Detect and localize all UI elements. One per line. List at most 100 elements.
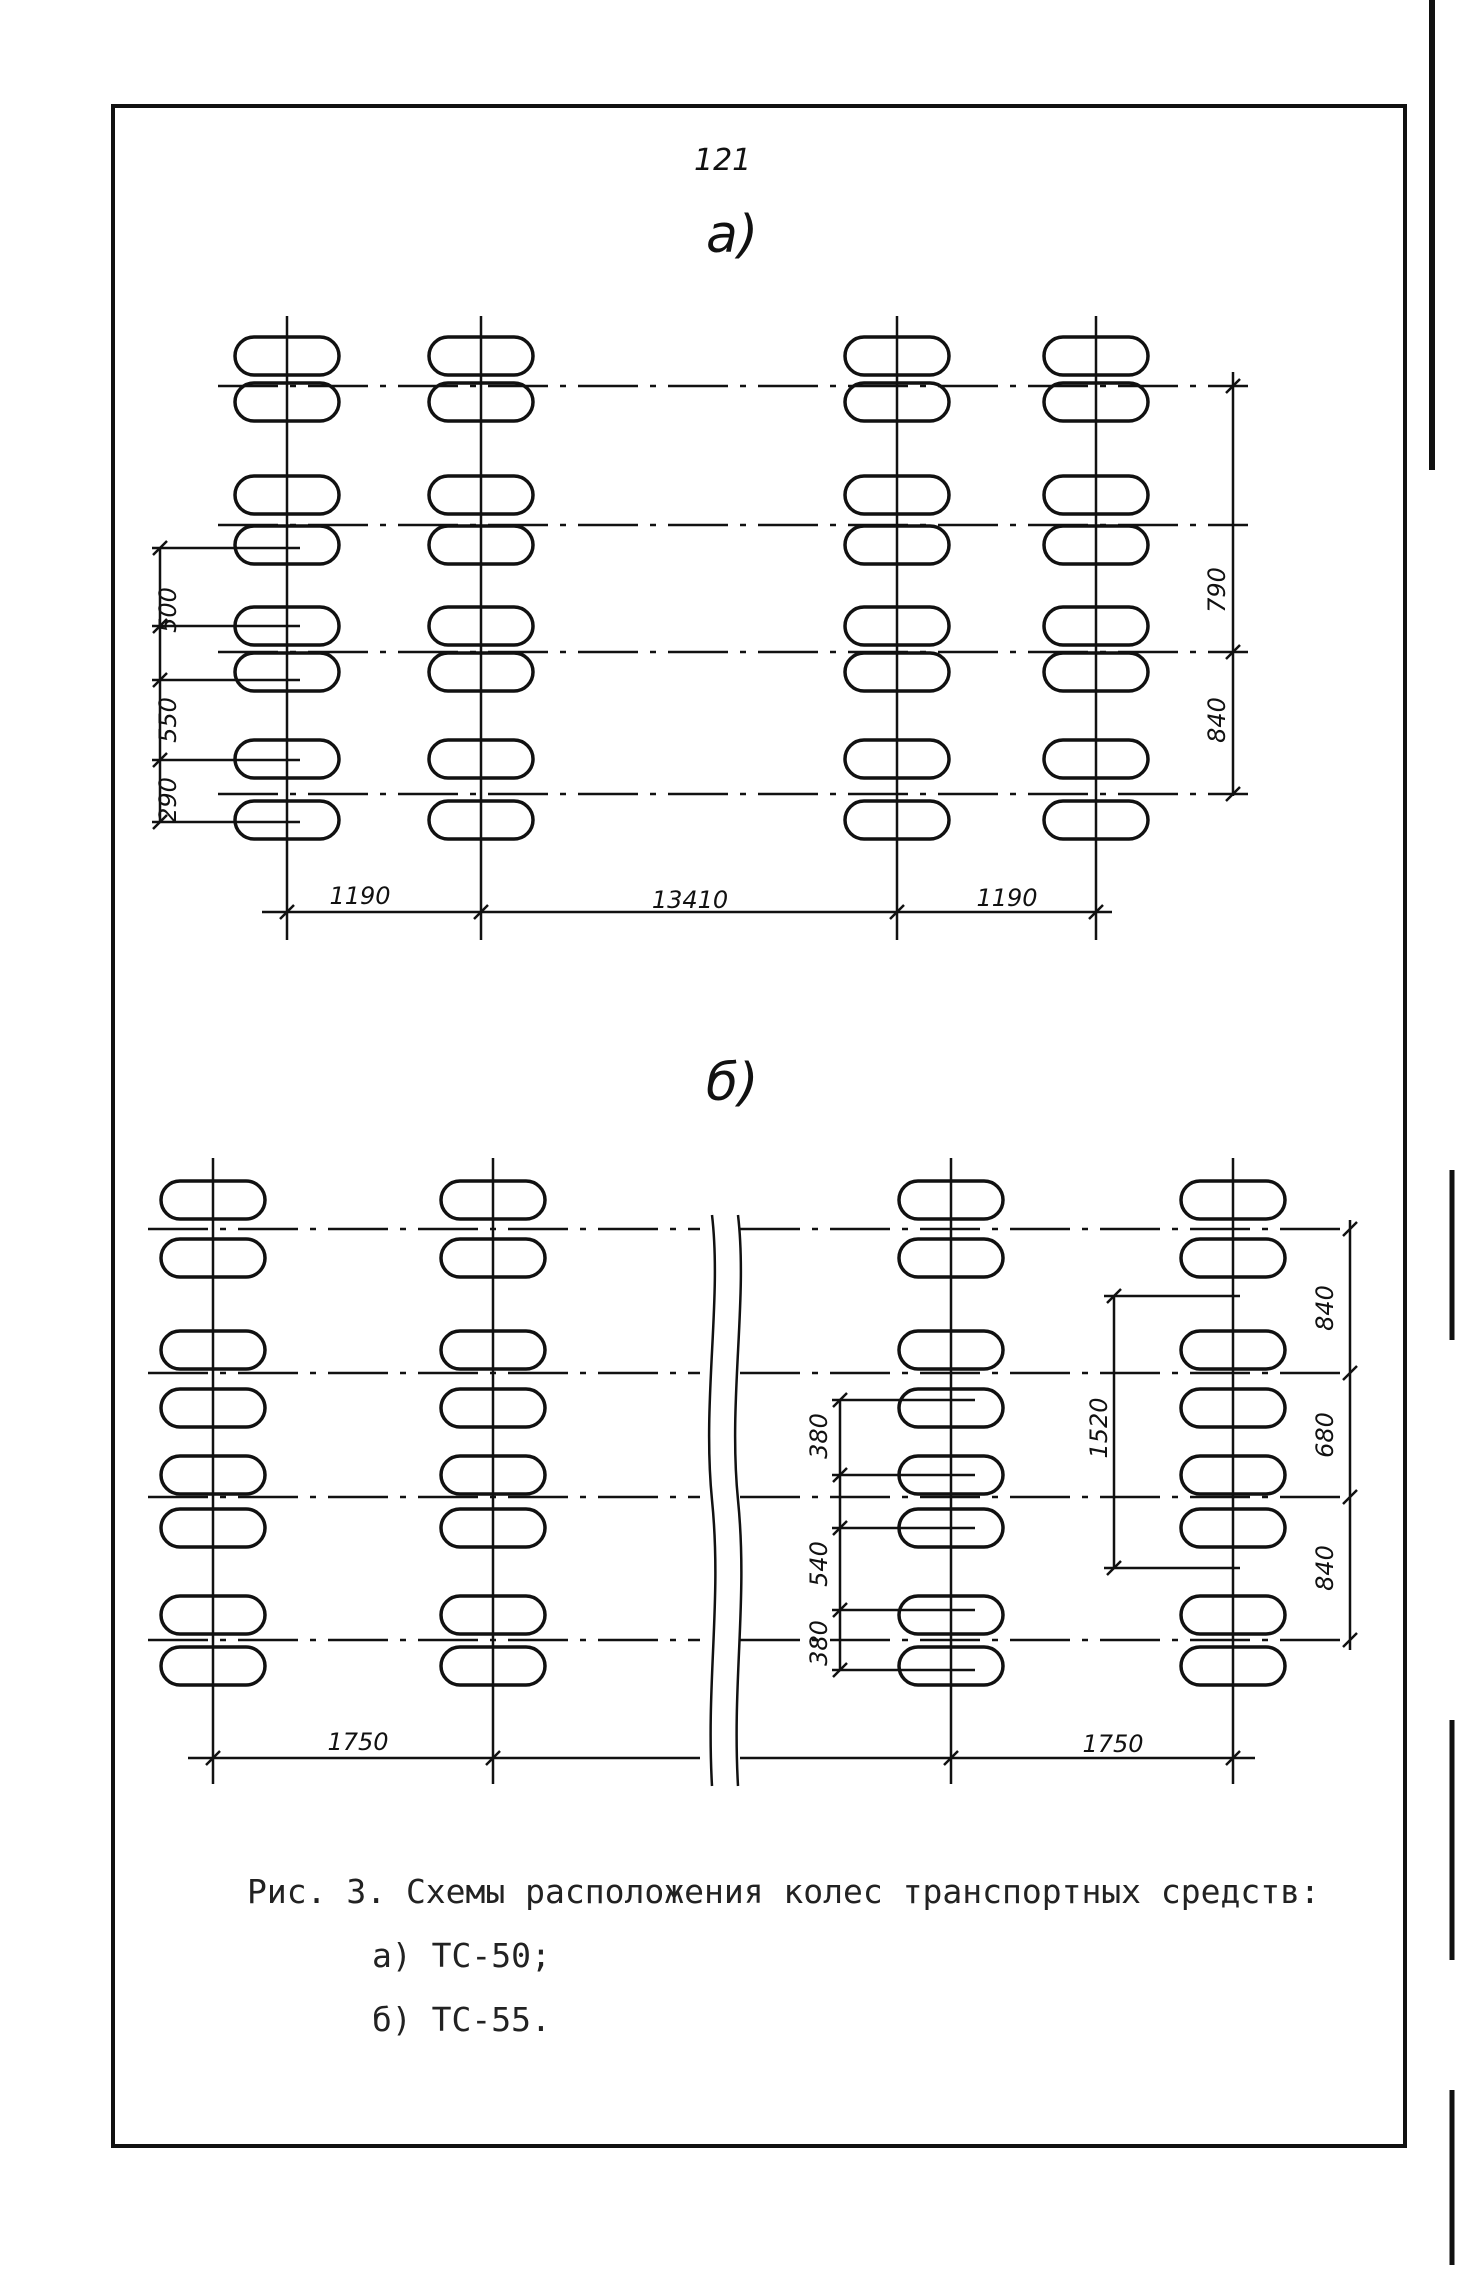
dimension-tick bbox=[1106, 1288, 1122, 1304]
wheel bbox=[159, 1507, 267, 1549]
dimension-tick bbox=[152, 814, 168, 830]
wheel bbox=[439, 1507, 547, 1549]
dimension-tick bbox=[1106, 1560, 1122, 1576]
dim-a-13410: 13410 bbox=[652, 886, 728, 914]
dim-a-790: 790 bbox=[1203, 567, 1231, 613]
wheel bbox=[897, 1329, 1005, 1371]
dimension-tick bbox=[832, 1467, 848, 1483]
wheel bbox=[897, 1237, 1005, 1279]
break-line bbox=[733, 1214, 743, 1787]
diagram-a-title: а) bbox=[706, 205, 758, 265]
dimension-tick bbox=[1225, 644, 1241, 660]
dim-a-500: 500 bbox=[154, 587, 182, 633]
wheel bbox=[1042, 799, 1150, 841]
wheel bbox=[1042, 335, 1150, 377]
wheel bbox=[897, 1645, 1005, 1687]
dimension-tick bbox=[832, 1520, 848, 1536]
wheel bbox=[233, 524, 341, 566]
break-line bbox=[707, 1214, 717, 1787]
wheel bbox=[897, 1594, 1005, 1636]
sheet-frame bbox=[111, 104, 1407, 2148]
wheel bbox=[897, 1387, 1005, 1429]
wheel bbox=[427, 381, 535, 423]
wheel bbox=[1179, 1387, 1287, 1429]
dimension-tick bbox=[832, 1662, 848, 1678]
dimension-tick bbox=[205, 1750, 221, 1766]
caption-line-1: Рис. 3. Схемы расположения колес транспо… bbox=[247, 1872, 1320, 1911]
wheel bbox=[159, 1179, 267, 1221]
dim-a-290: 290 bbox=[154, 777, 182, 823]
wheel bbox=[1179, 1237, 1287, 1279]
dimension-tick bbox=[943, 1750, 959, 1766]
dim-b-840-bottom: 840 bbox=[1311, 1545, 1339, 1591]
wheel bbox=[233, 381, 341, 423]
wheel bbox=[439, 1454, 547, 1496]
wheel bbox=[843, 651, 951, 693]
page-number: 121 bbox=[694, 143, 751, 178]
wheel bbox=[439, 1329, 547, 1371]
dimension-tick bbox=[889, 904, 905, 920]
wheel bbox=[1179, 1179, 1287, 1221]
dim-b-1520: 1520 bbox=[1085, 1397, 1113, 1458]
dimension-tick bbox=[473, 904, 489, 920]
wheel bbox=[1179, 1454, 1287, 1496]
wheel bbox=[159, 1454, 267, 1496]
dimension-tick bbox=[1342, 1489, 1358, 1505]
wheel bbox=[439, 1237, 547, 1279]
wheel bbox=[427, 335, 535, 377]
wheel bbox=[1042, 651, 1150, 693]
wheel bbox=[233, 474, 341, 516]
wheel bbox=[439, 1645, 547, 1687]
dimension-tick bbox=[279, 904, 295, 920]
diagram-b bbox=[148, 1158, 1358, 1787]
wheel bbox=[159, 1594, 267, 1636]
wheel bbox=[233, 335, 341, 377]
dimension-tick bbox=[1225, 378, 1241, 394]
wheel bbox=[843, 524, 951, 566]
dim-b-680: 680 bbox=[1311, 1412, 1339, 1458]
wheel bbox=[1179, 1594, 1287, 1636]
dim-a-840: 840 bbox=[1203, 697, 1231, 743]
dim-a-550: 550 bbox=[154, 697, 182, 743]
wheel bbox=[1179, 1507, 1287, 1549]
dimension-tick bbox=[832, 1602, 848, 1618]
wheel bbox=[159, 1237, 267, 1279]
caption-line-2: а) ТС-50; bbox=[372, 1936, 551, 1975]
wheel bbox=[233, 651, 341, 693]
wheel bbox=[1042, 524, 1150, 566]
dim-b-1750-right: 1750 bbox=[1082, 1730, 1143, 1758]
dimension-tick bbox=[152, 672, 168, 688]
wheel bbox=[439, 1594, 547, 1636]
dimension-tick bbox=[1342, 1221, 1358, 1237]
wheel bbox=[1042, 605, 1150, 647]
wheel bbox=[427, 474, 535, 516]
wheel bbox=[843, 381, 951, 423]
dim-b-840-top: 840 bbox=[1311, 1285, 1339, 1331]
wheel bbox=[1179, 1329, 1287, 1371]
wheel bbox=[897, 1179, 1005, 1221]
wheel bbox=[1179, 1645, 1287, 1687]
dim-a-1190-right: 1190 bbox=[976, 884, 1037, 912]
dimension-tick bbox=[1225, 1750, 1241, 1766]
wheel bbox=[843, 335, 951, 377]
dimension-tick bbox=[832, 1392, 848, 1408]
wheel bbox=[427, 605, 535, 647]
dimension-tick bbox=[485, 1750, 501, 1766]
dim-b-540: 540 bbox=[805, 1541, 833, 1587]
dimension-tick bbox=[1225, 786, 1241, 802]
dimension-tick bbox=[1342, 1632, 1358, 1648]
wheel bbox=[843, 799, 951, 841]
dim-b-380-bottom: 380 bbox=[805, 1620, 833, 1666]
diagram-a bbox=[152, 316, 1248, 940]
wheel bbox=[843, 474, 951, 516]
wheel bbox=[439, 1179, 547, 1221]
wheel bbox=[843, 605, 951, 647]
wheel bbox=[159, 1329, 267, 1371]
wheel bbox=[1042, 381, 1150, 423]
wheel bbox=[1042, 738, 1150, 780]
wheel bbox=[427, 524, 535, 566]
caption-line-3: б) ТС-55. bbox=[372, 2000, 551, 2039]
wheel bbox=[427, 651, 535, 693]
